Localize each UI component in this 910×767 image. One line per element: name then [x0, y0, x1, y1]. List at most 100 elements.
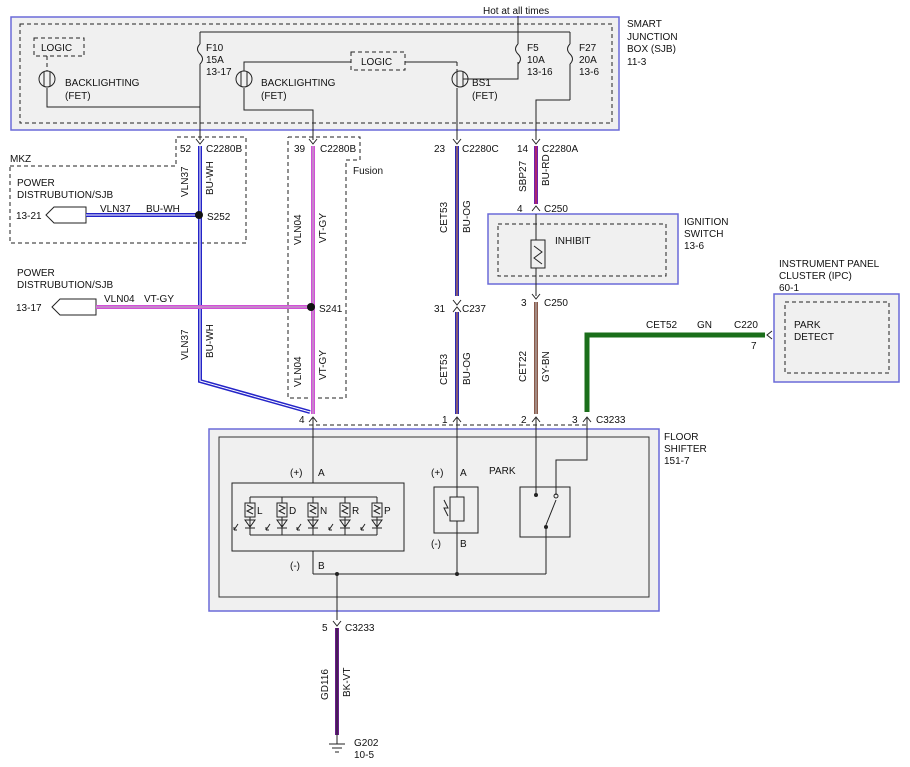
- park-detect-2: DETECT: [794, 332, 834, 343]
- c250-3-name: C250: [544, 298, 568, 309]
- ignition-switch: INHIBIT IGNITION SWITCH 13-6: [487, 213, 728, 285]
- sjb-title-3: BOX (SJB): [627, 44, 676, 55]
- connector-c2280b-39: 39 C2280B: [294, 138, 356, 155]
- cet22-color: GY-BN: [541, 351, 552, 382]
- park-switch-box: [519, 486, 571, 538]
- c3233-5-pin: 5: [322, 623, 328, 634]
- c3233-pin-3: 3: [572, 415, 578, 426]
- c2280c-23-pin: 23: [434, 144, 446, 155]
- led-label: R: [352, 506, 359, 517]
- fuse-f5: [515, 32, 521, 65]
- led-plus: (+): [290, 468, 303, 479]
- backlight2-line1: BACKLIGHTING: [261, 78, 336, 89]
- mkz-label: MKZ: [10, 154, 31, 165]
- f10-amp: 15A: [206, 55, 224, 66]
- bs1-line1: BS1: [472, 78, 491, 89]
- park-solenoid-box: [433, 486, 479, 534]
- shifter-title-2: SHIFTER: [664, 444, 707, 455]
- c250-3-pin: 3: [521, 298, 527, 309]
- vln37-color-top: BU-WH: [205, 161, 216, 195]
- connector-c3233-5: 5 C3233: [322, 620, 375, 634]
- logic-mid-label: LOGIC: [361, 57, 392, 68]
- gd116-circuit: GD116: [320, 669, 331, 700]
- connector-c250-4: 4 C250: [517, 204, 568, 215]
- splice-s241: S241: [319, 304, 343, 315]
- splice-s252-dot: [195, 211, 203, 219]
- led-r: R: [328, 497, 359, 535]
- led-label: N: [320, 506, 327, 517]
- connector-c2280c-23: 23 C2280C: [434, 138, 499, 155]
- led-l: L: [233, 497, 263, 535]
- ground-icon: [329, 735, 345, 753]
- power1-ref: 13-21: [16, 211, 42, 222]
- f10-name: F10: [206, 43, 224, 54]
- cet53-circuit-bottom: CET53: [439, 353, 450, 385]
- c3233-pin-4: 4: [299, 415, 305, 426]
- c2280b-52-pin: 52: [180, 144, 192, 155]
- logic-left-box: [33, 37, 85, 57]
- cet53-color-top: BU-OG: [462, 200, 473, 233]
- c237-pin: 31: [434, 304, 446, 315]
- sbp27-color: BU-RD: [541, 154, 552, 186]
- backlight1-line1: BACKLIGHTING: [65, 78, 140, 89]
- c250-4-pin: 4: [517, 204, 523, 215]
- sjb-title-1: SMART: [627, 19, 662, 30]
- backlight2-line2: (FET): [261, 91, 287, 102]
- power2-circuit: VLN04: [104, 294, 135, 305]
- c3233-pin-1: 1: [442, 415, 448, 426]
- c2280a-14-pin: 14: [517, 144, 529, 155]
- power2-title-1: POWER: [17, 268, 55, 279]
- vln04-color-top: VT-GY: [318, 213, 329, 243]
- power2-arrow-icon: [51, 298, 97, 316]
- led-minus: (-): [290, 561, 300, 572]
- led-label: L: [257, 506, 263, 517]
- power1-color: BU-WH: [146, 204, 180, 215]
- park-plus: (+): [431, 468, 444, 479]
- connector-c3233: 4 1 2 3 C3233: [299, 415, 626, 426]
- vln37-circuit-bottom: VLN37: [180, 329, 191, 360]
- c2280b-39-pin: 39: [294, 144, 306, 155]
- vln37-circuit-top: VLN37: [180, 166, 191, 197]
- hot-at-all-times-label: Hot at all times: [483, 6, 549, 17]
- c3233-name: C3233: [596, 415, 626, 426]
- fusion-region: Fusion: [287, 136, 383, 399]
- f5-amp: 10A: [527, 55, 545, 66]
- ignition-title-2: SWITCH: [684, 229, 723, 240]
- c237-name: C237: [462, 304, 486, 315]
- shifter-ref: 151-7: [664, 456, 690, 467]
- splice-s252: S252: [207, 212, 231, 223]
- vln04-circuit-top: VLN04: [293, 214, 304, 245]
- f27-amp: 20A: [579, 55, 597, 66]
- vln04-color-bottom: VT-GY: [318, 350, 329, 380]
- sjb-ref: 11-3: [627, 57, 647, 68]
- ignition-title-1: IGNITION: [684, 217, 728, 228]
- c2280c-23-name: C2280C: [462, 144, 499, 155]
- fet-backlighting-1: [38, 70, 56, 88]
- mkz-region: MKZ: [9, 136, 247, 244]
- cet53-circuit-top: CET53: [439, 201, 450, 233]
- cet53-color-bottom: BU-OG: [462, 352, 473, 385]
- gd116-color: BK-VT: [342, 668, 353, 697]
- c2280b-39-name: C2280B: [320, 144, 356, 155]
- led-label: D: [289, 506, 296, 517]
- led-label: P: [384, 506, 391, 517]
- inhibit-label: INHIBIT: [555, 236, 591, 247]
- instrument-panel-cluster: INSTRUMENT PANEL CLUSTER (IPC) 60-1 PARK…: [734, 259, 900, 383]
- power1-circuit: VLN37: [100, 204, 131, 215]
- bs1-line2: (FET): [472, 91, 498, 102]
- connector-c2280b-52: 52 C2280B: [180, 138, 242, 155]
- cet52-circuit: CET52: [646, 320, 678, 331]
- fusion-label: Fusion: [353, 166, 383, 177]
- c3233-5-name: C3233: [345, 623, 375, 634]
- connector-c250-3: 3 C250: [521, 293, 568, 309]
- fuse-f10: [197, 32, 203, 100]
- led-a: A: [318, 468, 325, 479]
- park-minus: (-): [431, 539, 441, 550]
- sbp27-circuit: SBP27: [518, 160, 529, 192]
- ignition-ref: 13-6: [684, 241, 704, 252]
- power2-color: VT-GY: [144, 294, 174, 305]
- led-p: P: [360, 497, 391, 535]
- c250-4-name: C250: [544, 204, 568, 215]
- power1-title-1: POWER: [17, 178, 55, 189]
